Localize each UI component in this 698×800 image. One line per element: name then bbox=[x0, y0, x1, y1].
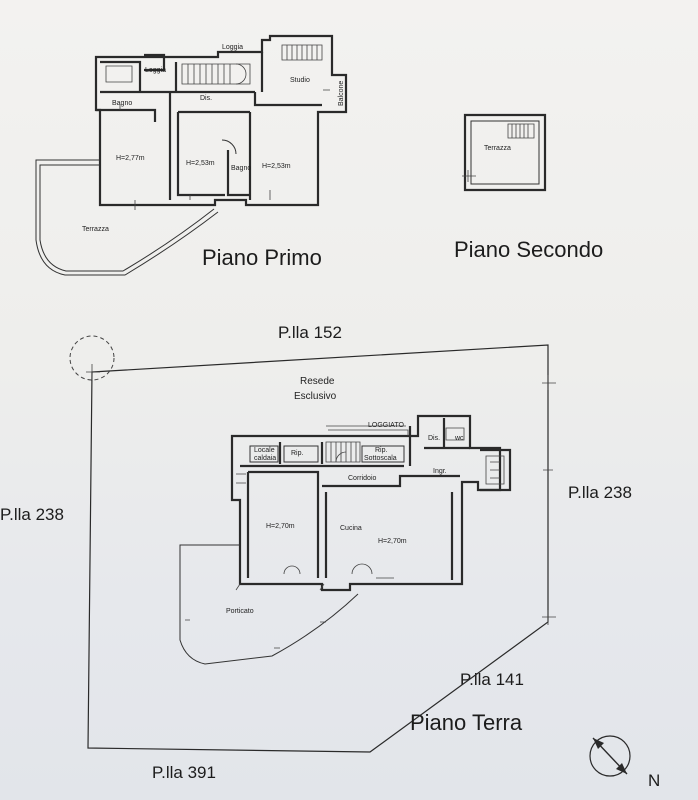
ground-floor-stairs bbox=[325, 441, 361, 463]
rip-label: Rip. bbox=[291, 450, 304, 457]
loggia-top-label: Loggia bbox=[222, 44, 243, 51]
height-first-right: H=2,53m bbox=[262, 163, 291, 170]
loggia-left-label: Loggia bbox=[145, 67, 166, 74]
piano-primo-title: Piano Primo bbox=[202, 245, 322, 270]
balcone-label: Balcone bbox=[338, 81, 345, 106]
parcel-top: P.lla 152 bbox=[278, 323, 342, 342]
corridoio-label: Corridoio bbox=[348, 475, 377, 482]
parcel-bottom-left: P.lla 391 bbox=[152, 763, 216, 782]
locale-caldaia-label-2: caldaia bbox=[254, 455, 276, 462]
north-arrow-icon bbox=[589, 735, 631, 777]
first-floor-stairs bbox=[181, 63, 251, 85]
height-ground-left: H=2,70m bbox=[266, 523, 295, 530]
ingresso-label: Ingr. bbox=[433, 468, 447, 475]
lot-boundary bbox=[87, 344, 549, 753]
height-first-left: H=2,77m bbox=[116, 155, 145, 162]
dis-ground-label: Dis. bbox=[428, 435, 440, 442]
porticato-label: Porticato bbox=[226, 608, 254, 615]
first-floor-plan bbox=[35, 34, 348, 276]
boundary-corner-marker bbox=[69, 335, 115, 381]
bagno-first-left-label: Bagno bbox=[112, 100, 132, 107]
ground-floor-plan bbox=[179, 414, 512, 665]
north-label: N bbox=[648, 771, 660, 790]
cucina-label: Cucina bbox=[340, 525, 362, 532]
second-floor-plan bbox=[462, 113, 547, 192]
piano-secondo-title: Piano Secondo bbox=[454, 237, 603, 262]
loggiato-label: LOGGIATO bbox=[368, 422, 404, 429]
rip-sottoscala-label-2: Sottoscala bbox=[364, 455, 397, 462]
piano-terra-title: Piano Terra bbox=[410, 710, 523, 735]
parcel-left: P.lla 238 bbox=[0, 505, 64, 524]
height-first-mid: H=2,53m bbox=[186, 160, 215, 167]
height-ground-right: H=2,70m bbox=[378, 538, 407, 545]
studio-label: Studio bbox=[290, 77, 310, 84]
bagno-first-mid-label: Bagno bbox=[231, 165, 251, 172]
parcel-right: P.lla 238 bbox=[568, 483, 632, 502]
esclusivo-label: Esclusivo bbox=[294, 391, 337, 402]
terrazza-second-label: Terrazza bbox=[484, 145, 511, 152]
rip-sottoscala-label-1: Rip. bbox=[375, 447, 388, 454]
resede-label: Resede bbox=[300, 376, 335, 387]
wc-label: wc bbox=[454, 435, 464, 442]
terrazza-first-label: Terrazza bbox=[82, 226, 109, 233]
dis-first-label: Dis. bbox=[200, 95, 212, 102]
locale-caldaia-label-1: Locale bbox=[254, 447, 275, 454]
